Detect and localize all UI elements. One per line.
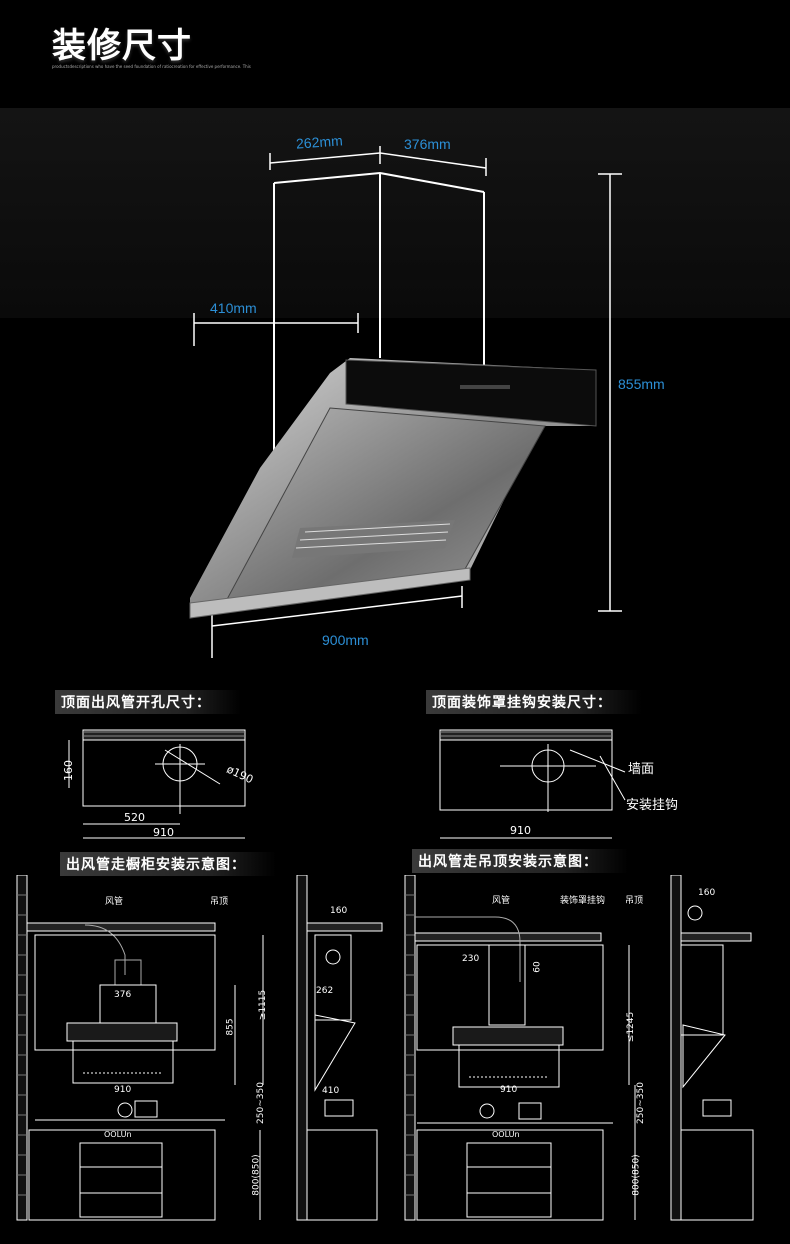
ceiling-dim-910: 910: [500, 1085, 518, 1095]
ceiling-dim-230: 230: [462, 954, 480, 964]
ceiling-label-hook: 装饰罩挂钩: [560, 896, 606, 906]
cabinet-dim-range: 250~350: [255, 1082, 266, 1124]
ceiling-diagram: [404, 875, 754, 1221]
top-hole-dim-910: 910: [153, 826, 174, 839]
top-hook-dim-910: 910: [510, 824, 531, 837]
dim-855: 855mm: [618, 376, 665, 392]
cabinet-dim-1115: ≥1115: [258, 989, 269, 1021]
ceiling-dim-800: 800(850): [631, 1154, 642, 1196]
ceiling-dim-1245: ≤1245: [626, 1011, 637, 1043]
cabinet-dim-855: 855: [225, 1018, 236, 1036]
cabinet-brand: OOLUn: [104, 1130, 132, 1139]
ceiling-dim-60: 60: [532, 961, 543, 973]
product-drawing: [189, 146, 622, 658]
cabinet-side-262: 262: [316, 986, 334, 996]
page-subtitle: productsdescriptions who have the seed f…: [52, 64, 252, 69]
ceiling-dim-range: 250~350: [635, 1082, 646, 1124]
hood-body: [189, 358, 597, 619]
section-title-cabinet: 出风管走橱柜安装示意图：: [60, 852, 276, 876]
dim-262: 262mm: [295, 132, 344, 152]
dim-376: 376mm: [404, 136, 451, 152]
top-hole-dim-520: 520: [124, 811, 145, 824]
product-backdrop: [0, 108, 790, 318]
ceiling-label-duct: 风管: [492, 896, 511, 906]
top-hook-diagram: [439, 729, 626, 839]
dim-900: 900mm: [322, 632, 369, 648]
cabinet-side-410: 410: [322, 1086, 340, 1096]
ceiling-brand: OOLUn: [492, 1130, 520, 1139]
cabinet-dim-376: 376: [114, 990, 132, 1000]
cabinet-label-ceiling: 吊顶: [210, 897, 229, 907]
dim-410: 410mm: [210, 300, 257, 316]
vent-grille: [292, 520, 455, 558]
ceiling-side-160: 160: [698, 888, 716, 898]
cabinet-label-duct: 风管: [105, 897, 124, 907]
top-hole-dim-160: 160: [62, 760, 75, 781]
label-hook: 安装挂钩: [626, 798, 679, 813]
section-title-top-hook: 顶面装饰罩挂钩安装尺寸：: [426, 690, 642, 714]
cabinet-dim-910: 910: [114, 1085, 132, 1095]
page-title: 装修尺寸: [52, 26, 192, 66]
section-title-top-hole: 顶面出风管开孔尺寸：: [55, 690, 241, 714]
section-title-ceiling: 出风管走吊顶安装示意图：: [412, 849, 628, 873]
cabinet-side-160: 160: [330, 906, 348, 916]
cabinet-diagram: [16, 875, 383, 1221]
cabinet-dim-800: 800(850): [251, 1154, 262, 1196]
top-hole-diagram: [68, 729, 246, 839]
ceiling-label-ceiling: 吊顶: [625, 896, 644, 906]
top-dim-lines: [193, 146, 622, 658]
label-wall: 墙面: [628, 762, 655, 777]
